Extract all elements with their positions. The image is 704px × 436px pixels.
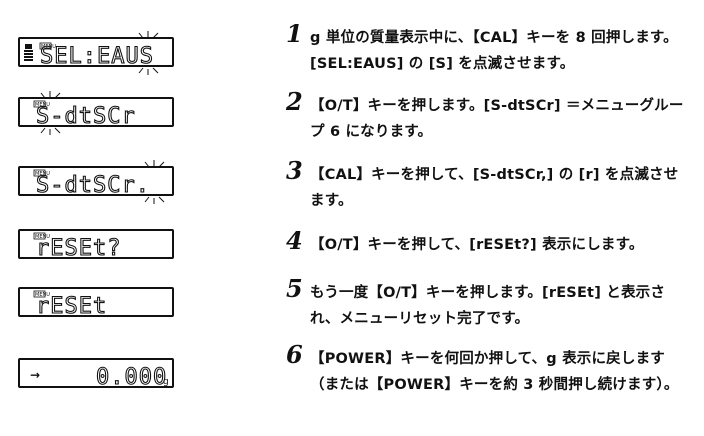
display-text: S-dtSCr. xyxy=(36,173,150,198)
display-zero-grams: → 0.000 g xyxy=(18,358,174,391)
display-s-dtscr-r: MENU S-dtSCr. xyxy=(18,160,174,204)
display-text: rESEt? xyxy=(36,236,121,261)
weight-icon xyxy=(24,44,33,61)
lcd-graphic: MENU S-dtSCr. xyxy=(33,160,165,204)
step-text: 【O/T】キーを押して、[rESEt?] 表示にします。 xyxy=(310,237,644,253)
display-reset: MENU rESEt xyxy=(18,287,174,320)
lcd-graphic: MENU SEL:EAUS xyxy=(24,31,159,75)
display-sel-eaus: MENU SEL:EAUS xyxy=(18,31,174,75)
lcd-graphic: MENU rESEt xyxy=(33,290,107,320)
lcd-graphic: → 0.000 g xyxy=(30,364,169,390)
step-number: 2 xyxy=(286,87,303,116)
display-text: rESEt xyxy=(36,294,107,319)
step-text: 【POWER】キーを何回か押して、g 表示に戻します（または【POWER】キーを… xyxy=(310,351,679,393)
display-text: SEL:EAUS xyxy=(40,44,154,69)
step-text: 【CAL】キーを押して、[S-dtSCr,] の [r] を点滅させます。 xyxy=(310,167,679,209)
lcd-graphic: MENU rESEt? xyxy=(33,232,121,262)
step-text: g 単位の質量表示中に、【CAL】キーを 8 回押します。[SEL:EAUS] … xyxy=(310,30,678,72)
step-text: 【O/T】キーを押します。[S-dtSCr] ＝メニューグループ 6 になります… xyxy=(310,98,684,140)
step-number: 1 xyxy=(286,19,303,48)
menu-indicator: MENU xyxy=(35,102,50,108)
step-text: もう一度【O/T】キーを押します。[rESEt] と表示され、メニューリセット完… xyxy=(310,285,666,327)
menu-indicator: MENU xyxy=(35,292,50,298)
step-number: 3 xyxy=(286,156,303,185)
step-number: 5 xyxy=(286,274,303,303)
arrow-icon: → xyxy=(30,368,40,382)
display-s-dtscr: MENU S-dtSCr xyxy=(18,91,174,135)
menu-indicator: MENU xyxy=(41,44,56,50)
blink-marks xyxy=(138,31,159,75)
blink-marks xyxy=(144,160,165,204)
blink-marks xyxy=(40,91,61,135)
menu-indicator: MENU xyxy=(35,171,50,177)
display-text: S-dtSCr xyxy=(36,104,136,129)
lcd-graphic: MENU S-dtSCr xyxy=(33,91,136,135)
step-number: 6 xyxy=(286,340,303,369)
display-reset-question: MENU rESEt? xyxy=(18,229,174,262)
unit-label: g xyxy=(163,377,169,387)
menu-indicator: MENU xyxy=(35,234,50,240)
display-text: 0.000 xyxy=(96,365,167,390)
step-number: 4 xyxy=(286,226,303,255)
